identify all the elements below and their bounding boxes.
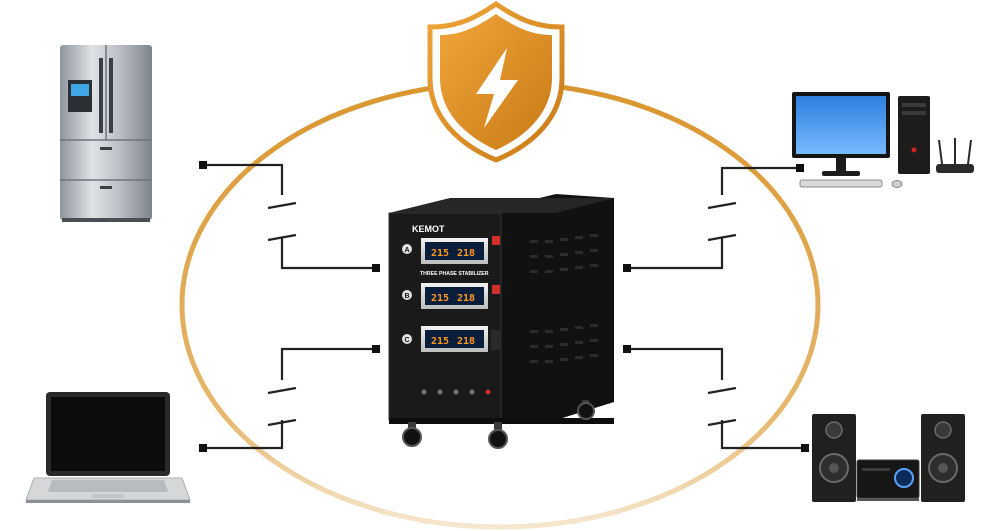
shield-lightning-icon [427,0,565,163]
phase-a-panel: A 215 218 [402,236,500,264]
brand-logo: KEMOT [412,224,445,234]
phase-a-right-reading: 218 [457,248,475,259]
phase-a-display [425,242,484,260]
phase-c-letter: C [404,337,409,344]
panel-title: THREE PHASE STABILIZER [420,271,489,277]
power-indicator-light [485,389,491,395]
phase-a-letter: A [404,247,409,254]
control-buttons [421,389,491,395]
phase-b-display [425,287,484,305]
phase-c-display [425,330,484,348]
phase-a-label-badge [402,244,412,254]
phase-b-panel: B 215 218 [402,283,500,309]
phase-b-indicator [492,285,500,294]
phase-a-left-reading: 215 [431,248,449,259]
phase-b-letter: B [404,293,409,300]
control-button-3 [453,389,459,395]
stereo-system-icon [812,414,965,502]
phase-c-right-reading: 218 [457,336,475,347]
phase-c-left-reading: 215 [431,336,449,347]
phase-b-right-reading: 218 [457,293,475,304]
side-vents [530,234,598,363]
control-button-4 [469,389,475,395]
refrigerator-icon [60,45,152,222]
phase-c-spec-plate [491,330,501,350]
control-button-1 [421,389,427,395]
router-icon [936,138,974,173]
stabilizer-cabinet: KEMOT A 215 218 THREE PHASE STABILIZER B… [388,194,614,449]
lightning-bolt-icon [476,48,518,128]
phase-c-panel: C 215 218 [402,326,501,352]
desktop-computer-icon [792,92,974,188]
phase-b-left-reading: 215 [431,293,449,304]
wiring [203,163,805,450]
phase-a-indicator [492,236,500,245]
laptop-icon [25,392,191,503]
phase-b-label-badge [402,290,412,300]
wire-terminals [199,161,809,452]
caster-wheels [402,400,595,449]
control-button-2 [437,389,443,395]
phase-c-label-badge [402,334,412,344]
